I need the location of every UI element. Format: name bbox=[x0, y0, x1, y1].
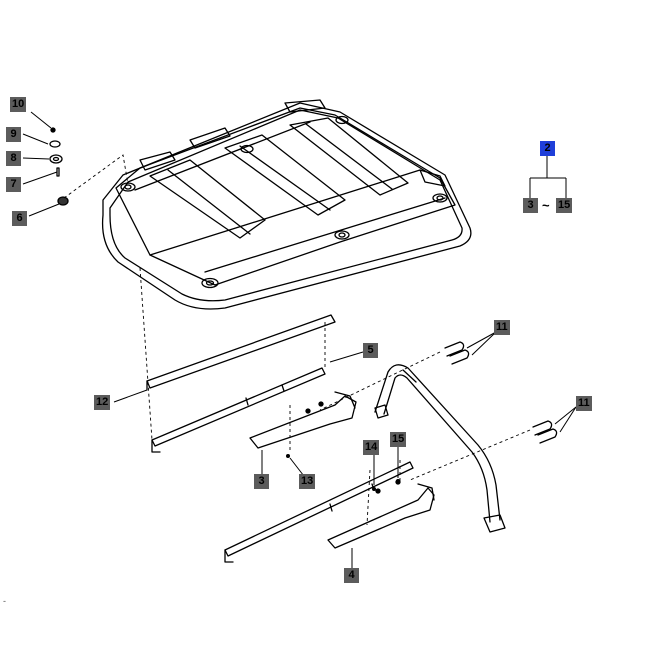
callout-15: 15 bbox=[390, 432, 407, 447]
callout-4: 4 bbox=[344, 568, 359, 583]
rail-left bbox=[151, 367, 326, 453]
u-bolts-upper bbox=[444, 341, 470, 365]
callout-12: 12 bbox=[94, 395, 111, 410]
cargo-box-lid bbox=[101, 99, 472, 310]
callout-3: 3 bbox=[254, 474, 269, 489]
hardware-stack bbox=[49, 127, 69, 206]
callout-11-upper: 11 bbox=[494, 320, 510, 335]
callout-range-start-3: 3 bbox=[523, 198, 538, 213]
callout-6: 6 bbox=[12, 211, 27, 226]
callout-9: 9 bbox=[6, 127, 21, 142]
callout-8: 8 bbox=[6, 151, 21, 166]
u-bolts-lower bbox=[532, 420, 558, 444]
callout-7: 7 bbox=[6, 177, 21, 192]
callout-13: 13 bbox=[299, 474, 316, 489]
callout-2-selected: 2 bbox=[540, 141, 555, 156]
callout-14: 14 bbox=[363, 440, 380, 455]
rail-12 bbox=[146, 314, 336, 391]
callout-11-lower: 11 bbox=[576, 396, 592, 411]
bracket-4 bbox=[327, 479, 435, 549]
callout-10: 10 bbox=[10, 97, 27, 112]
range-separator: ~ bbox=[542, 198, 550, 213]
stray-mark: - bbox=[3, 596, 6, 606]
support-frame bbox=[374, 364, 506, 533]
callout-5: 5 bbox=[363, 343, 378, 358]
bracket-3 bbox=[249, 391, 357, 449]
callout-range-end-15: 15 bbox=[556, 198, 573, 213]
